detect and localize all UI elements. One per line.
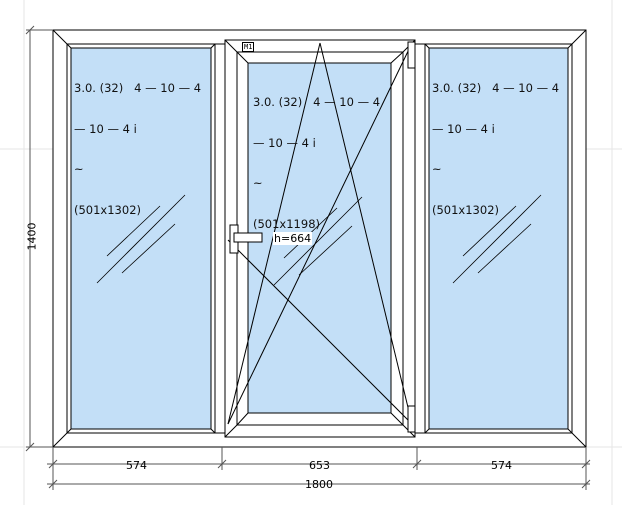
hinge-icon [407,41,416,433]
center-glass-label: 3.0. (32) 4 — 10 — 4 — 10 — 4 i ~ (501x1… [253,69,380,258]
right-glass-label: 3.0. (32) 4 — 10 — 4 — 10 — 4 i ~ (501x1… [432,55,559,244]
right-glass-tilde: ~ [432,162,442,176]
right-width-dimension: 574 [491,459,512,472]
glass-reflection-marks [96,194,542,286]
left-glass-formula-2: — 10 — 4 i [74,121,137,136]
left-glass-size: (501x1302) [74,202,141,217]
right-fixed-pane [424,43,573,434]
handle-icon [229,224,263,254]
left-mullion [214,43,226,434]
center-glass-formula-2: — 10 — 4 i [253,135,316,150]
right-glass-formula-1: 3.0. (32) 4 — 10 — 4 [432,81,560,95]
total-height-dimension: 1400 [25,222,39,251]
total-width-dimension: 1800 [305,478,333,491]
handle-height-label: h=664 [273,232,313,245]
left-glass-tilde: ~ [74,162,84,176]
left-fixed-pane [66,43,216,434]
sash-type-badge: М1 [242,42,255,52]
center-glass-formula-1: 3.0. (32) 4 — 10 — 4 [253,95,381,109]
center-glass-size: (501x1198) [253,216,320,231]
right-glass-formula-2: — 10 — 4 i [432,121,495,136]
left-width-dimension: 574 [126,459,147,472]
dimension-lines [25,25,591,490]
left-glass-formula-1: 3.0. (32) 4 — 10 — 4 [74,81,202,95]
left-glass-label: 3.0. (32) 4 — 10 — 4 — 10 — 4 i ~ (501x1… [74,55,201,244]
center-width-dimension: 653 [309,459,330,472]
right-glass-size: (501x1302) [432,202,499,217]
center-glass-tilde: ~ [253,176,263,190]
right-mullion [414,43,426,434]
